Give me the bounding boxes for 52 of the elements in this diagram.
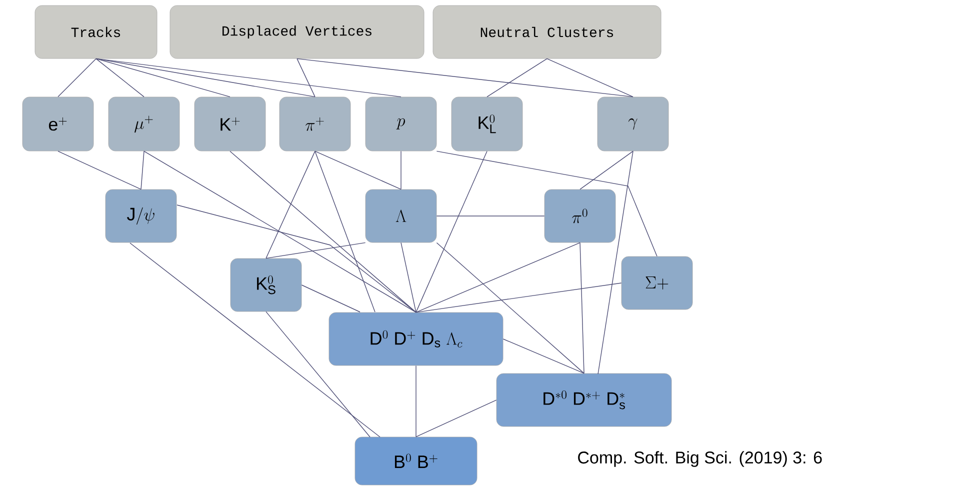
particle-box: $\Lambda$ [365, 189, 437, 243]
connector-line [598, 150, 634, 374]
citation-text: Comp. Soft. Big Sci. (2019) 3: 6 [578, 451, 822, 467]
connector-line [140, 150, 144, 190]
particle-box: $\pi^{0}$ [544, 189, 616, 243]
particle-box: $\gamma$ [597, 96, 669, 152]
connector-line [546, 58, 634, 98]
particle-box: $\mathrm{e}^{+}$ [22, 96, 94, 152]
category-box: Tracks [34, 5, 158, 59]
category-box: Displaced Vertices [170, 5, 424, 59]
connector-line [96, 58, 402, 98]
connector-line [266, 150, 316, 259]
connector-line [301, 284, 360, 312]
connector-line [230, 150, 416, 313]
connector-line [314, 150, 402, 190]
particle-box: $\Sigma+$ [621, 256, 693, 310]
connector-line [144, 150, 416, 313]
connector-line [96, 58, 316, 98]
particle-box: $p$ [365, 96, 437, 152]
connector-line [96, 58, 144, 98]
connector-line [58, 58, 96, 98]
connector-line [400, 150, 402, 190]
connector-line [580, 242, 584, 374]
connector-line [436, 242, 584, 374]
particle-box: $\mathrm{D}^{*0}\ \mathrm{D}^{*+}\ \mathrm{D}^{*}_{\mathrm{s}}$ [496, 373, 672, 427]
connector-line [296, 58, 634, 98]
particle-box: $\mathrm{B}^{0}\ \mathrm{B}^{+}$ [354, 436, 478, 486]
particle-box: $\mathrm{K}^{0}_{\mathrm{S}}$ [230, 258, 302, 312]
particle-box: $\mathrm{K}^{0}_{\mathrm{L}}$ [451, 96, 523, 152]
connector-line [416, 150, 488, 313]
connector-line [486, 58, 548, 98]
particle-box: $\mu^{+}$ [108, 96, 180, 152]
connector-line [314, 150, 376, 312]
connector-line [400, 242, 416, 313]
particle-box: $\mathrm{D}^{0}\ \mathrm{D}^{+}\ \mathrm{D}_{\mathrm{s}}\ \Lambda_{c}$ [328, 312, 504, 366]
connector-line [580, 150, 634, 190]
category-box: Neutral Clusters [432, 5, 662, 59]
connector-line [266, 311, 370, 438]
connector-line [416, 282, 622, 313]
particle-box: $\mathrm{K}^{+}$ [194, 96, 266, 152]
connector-line [436, 150, 658, 257]
connector-line [96, 58, 230, 98]
connector-line [416, 400, 497, 438]
particle-box: $\mathrm{J}/\psi$ [105, 189, 177, 243]
connector-line [502, 338, 584, 374]
particle-box: $\pi^{+}$ [279, 96, 351, 152]
connector-line [296, 58, 316, 98]
connector-line [266, 242, 366, 259]
connector-line [176, 204, 416, 313]
connector-line [130, 242, 380, 438]
connector-line [58, 150, 142, 190]
connector-line [416, 242, 580, 313]
